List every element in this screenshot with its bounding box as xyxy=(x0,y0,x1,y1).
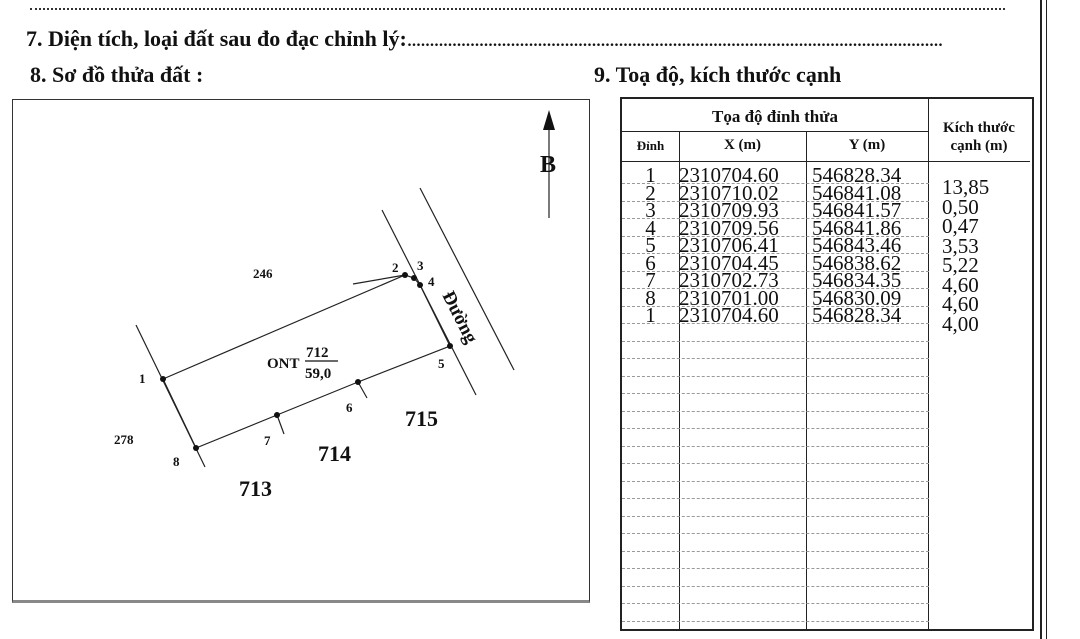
row-guide xyxy=(622,288,929,289)
edge-length-cell: 4,60 xyxy=(942,272,979,297)
y-cell: 546843.46 xyxy=(812,233,902,257)
edge-length-cell: 4,00 xyxy=(942,311,979,336)
page-border xyxy=(1046,0,1047,639)
vertex-cell: 1 xyxy=(645,163,656,187)
vertex-cell: 2 xyxy=(645,180,656,205)
group-header: Tọa độ đỉnh thửa xyxy=(712,107,838,126)
row-guide xyxy=(622,270,929,272)
row-guide xyxy=(622,585,929,587)
y-cell: 546841.86 xyxy=(812,215,902,240)
y-cell: 546828.34 xyxy=(812,303,902,327)
vertex-cell: 4 xyxy=(645,215,656,240)
vertex-cell: 7 xyxy=(645,268,656,292)
neighbor-parcel-label: 714 xyxy=(318,441,351,466)
x-cell: 2310706.41 xyxy=(679,233,779,257)
vertex-label: 3 xyxy=(417,258,424,273)
x-cell: 2310709.93 xyxy=(679,198,779,222)
vertex-cell: 8 xyxy=(645,285,656,310)
edge-length-cell: 3,53 xyxy=(942,233,979,258)
x-cell: 2310702.73 xyxy=(679,268,779,292)
vertex-label: 1 xyxy=(139,371,146,386)
road-label: Đường xyxy=(438,288,482,348)
vertex-label: 4 xyxy=(428,274,435,289)
row-guide xyxy=(622,620,929,622)
row-guide xyxy=(622,183,929,184)
boundary-tick-7 xyxy=(276,414,285,435)
row-guide xyxy=(622,253,929,254)
x-cell: 2310704.45 xyxy=(679,250,779,275)
row-guide xyxy=(622,568,929,569)
section-8-heading: 8. Sơ đồ thửa đất : xyxy=(30,62,204,87)
top-dotted-rule xyxy=(30,8,1005,10)
boundary-line-2 xyxy=(352,274,406,285)
x-cell: 2310704.60 xyxy=(679,303,779,327)
x-cell: 2310710.02 xyxy=(679,180,779,205)
vertex-label: 7 xyxy=(264,433,271,448)
vertex-label: 2 xyxy=(392,260,399,275)
edge-length-cell: 5,22 xyxy=(942,253,979,277)
north-arrow-icon xyxy=(543,110,555,130)
row-guide xyxy=(622,305,929,307)
row-guide xyxy=(622,235,929,237)
row-guide xyxy=(622,358,929,359)
y-cell: 546830.09 xyxy=(812,285,902,310)
parcel-area: 59,0 xyxy=(305,366,331,382)
neighbor-parcel-label: 713 xyxy=(239,476,272,501)
row-guide xyxy=(622,480,929,482)
row-guide xyxy=(622,375,929,377)
x-cell: 2310704.60 xyxy=(679,163,779,187)
page-border xyxy=(1040,0,1042,639)
parcel-diagram-frame xyxy=(12,99,590,603)
row-guide xyxy=(622,550,929,552)
row-guide xyxy=(622,445,929,447)
row-guide xyxy=(622,340,929,342)
row-guide xyxy=(622,498,929,499)
row-guide xyxy=(622,393,929,394)
row-guide xyxy=(622,200,929,202)
row-guide xyxy=(622,603,929,604)
edge-length-cell: 4,60 xyxy=(942,292,979,316)
y-cell: 546834.35 xyxy=(812,268,902,292)
neighbor-parcel-label: 278 xyxy=(114,432,134,447)
vertex-cell: 1 xyxy=(645,303,656,327)
vertex-cell: 6 xyxy=(645,250,656,275)
vertex-markers xyxy=(160,272,453,451)
section-9-heading: 9. Toạ độ, kích thước cạnh xyxy=(594,62,842,87)
header-vertex: Đỉnh xyxy=(636,138,665,153)
vertex-label: 5 xyxy=(438,356,445,371)
row-guide xyxy=(622,410,929,412)
row-guide xyxy=(622,463,929,464)
edge-length-cell: 0,47 xyxy=(942,214,979,238)
x-cell: 2310709.56 xyxy=(679,215,779,240)
neighbor-parcel-label: 246 xyxy=(253,266,273,281)
y-cell: 546838.62 xyxy=(812,250,902,275)
coordinates-table: Tọa độ đỉnh thửa Đỉnh X (m) Y (m) Kích t… xyxy=(620,97,1034,631)
vertex-label: 8 xyxy=(173,454,180,469)
neighbor-parcel-label: 715 xyxy=(405,406,438,431)
road-edge-outer xyxy=(419,187,515,371)
y-cell: 546841.08 xyxy=(812,180,902,205)
row-guide xyxy=(622,218,929,219)
y-cell: 546828.34 xyxy=(812,163,902,187)
header-x: X (m) xyxy=(723,137,762,153)
parcel-land-type: ONT xyxy=(267,356,300,372)
edge-length-cell: 13,85 xyxy=(942,175,990,199)
y-cell: 546841.57 xyxy=(812,198,902,222)
header-y: Y (m) xyxy=(848,137,886,153)
header-edge-length: Kích thước cạnh (m) xyxy=(943,120,1015,154)
row-guide xyxy=(622,515,929,517)
parcel-number: 712 xyxy=(306,345,329,361)
edge-length-cell: 0,50 xyxy=(942,194,979,219)
vertex-label: 6 xyxy=(346,400,353,415)
vertex-cell: 5 xyxy=(645,233,656,257)
boundary-tick-6 xyxy=(357,381,368,399)
row-guide xyxy=(622,428,929,429)
row-guide xyxy=(622,533,929,534)
x-cell: 2310701.00 xyxy=(679,285,779,310)
vertex-cell: 3 xyxy=(645,198,656,222)
section-7-heading: 7. Diện tích, loại đất sau đo đạc chỉnh … xyxy=(26,26,943,51)
row-guide xyxy=(622,323,929,324)
north-label: B xyxy=(540,152,556,178)
